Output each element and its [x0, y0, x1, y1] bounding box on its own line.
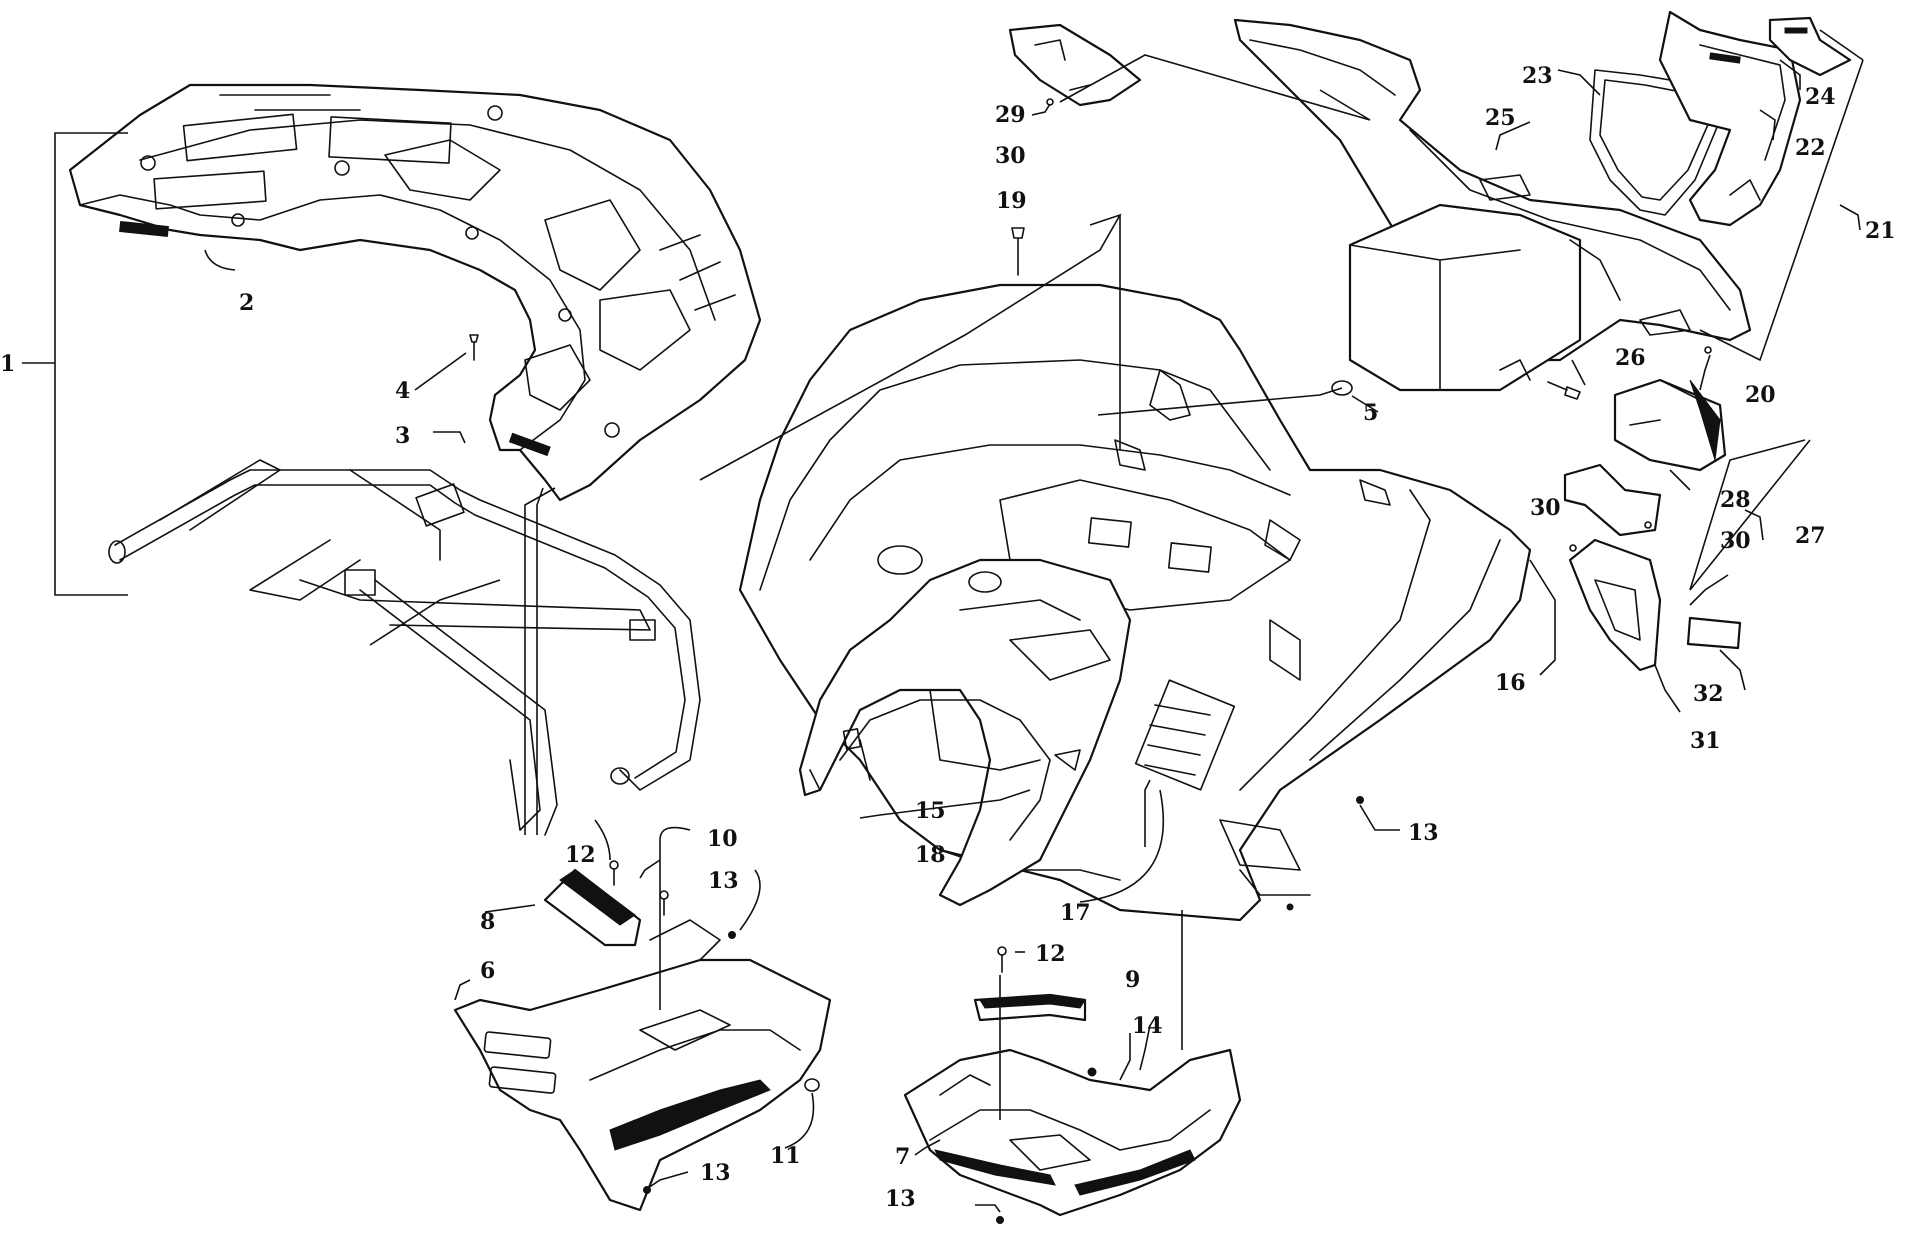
callout-13c: 13	[700, 1160, 731, 1186]
callout-labels: 1 2 3 4 5 6 7 8 9 10 11 12 12 13 13 13 1…	[0, 63, 1896, 1212]
side-panel-29-part	[1008, 23, 1142, 107]
callout-2: 2	[239, 290, 254, 316]
front-panel-part	[1233, 18, 1752, 392]
side-panel-28-part	[1563, 463, 1662, 537]
callout-25: 25	[1485, 105, 1516, 131]
callout-17: 17	[1060, 900, 1091, 926]
callout-7: 7	[895, 1144, 910, 1170]
callout-28: 28	[1720, 487, 1751, 513]
callout-16: 16	[1495, 670, 1526, 696]
callout-32: 32	[1693, 681, 1724, 707]
callout-4: 4	[395, 378, 410, 404]
callout-19: 19	[996, 188, 1027, 214]
callout-13a: 13	[708, 868, 739, 894]
callout-14: 14	[1132, 1013, 1163, 1039]
left-footpeg-part	[543, 868, 642, 947]
side-panel-31-part	[1568, 538, 1662, 672]
reflector-32-part	[1686, 616, 1742, 650]
callout-15: 15	[915, 798, 946, 824]
callout-11: 11	[770, 1143, 801, 1169]
callout-20: 20	[1745, 382, 1776, 408]
callout-8: 8	[480, 909, 495, 935]
callout-26: 26	[1615, 345, 1646, 371]
callout-24: 24	[1805, 84, 1836, 110]
callout-9: 9	[1125, 967, 1140, 993]
hood-part	[1658, 10, 1802, 227]
rear-rack-part	[68, 83, 762, 502]
callout-6: 6	[480, 958, 495, 984]
right-footwell-part	[903, 1048, 1242, 1217]
storage-compartment-part	[798, 558, 1132, 907]
leader-lines	[22, 29, 1864, 1213]
callout-5: 5	[1363, 400, 1378, 426]
callout-12b: 12	[1035, 941, 1066, 967]
callout-13d: 13	[885, 1186, 916, 1212]
hardware	[469, 98, 1712, 1224]
callout-10: 10	[707, 826, 738, 852]
callout-22: 22	[1795, 135, 1826, 161]
rack-frame-part	[108, 459, 701, 836]
callout-30a: 30	[995, 143, 1026, 169]
callout-27: 27	[1795, 523, 1826, 549]
callout-30c: 30	[1720, 528, 1751, 554]
callout-31: 31	[1690, 728, 1721, 754]
callout-13b: 13	[1408, 820, 1439, 846]
latch-part	[1768, 16, 1852, 77]
callout-18: 18	[915, 842, 946, 868]
callout-23: 23	[1522, 63, 1553, 89]
callout-1: 1	[0, 351, 15, 377]
right-footpeg-part	[973, 993, 1087, 1022]
callout-3: 3	[395, 423, 410, 449]
callout-21: 21	[1865, 218, 1896, 244]
left-footwell-part	[453, 919, 832, 1212]
callout-29: 29	[995, 102, 1026, 128]
callout-30b: 30	[1530, 495, 1561, 521]
side-panel-assembly-27-part	[1613, 378, 1727, 472]
callout-12a: 12	[565, 842, 596, 868]
